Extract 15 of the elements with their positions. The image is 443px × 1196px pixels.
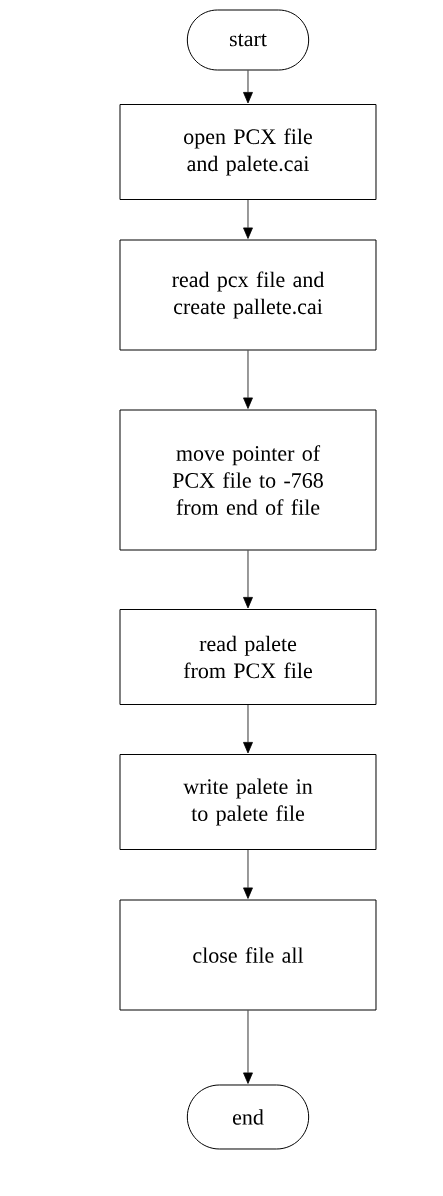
terminal-box: end <box>186 1084 310 1150</box>
process-box: move pointer of PCX file to -768 from end of file <box>119 409 377 551</box>
arrow <box>243 550 253 609</box>
process-box: read pcx file and create pallete.cai <box>119 239 377 351</box>
arrow <box>243 199 253 239</box>
process-box: close file all <box>119 899 377 1011</box>
terminal-box: start <box>186 9 310 71</box>
arrow <box>243 849 253 899</box>
process-box: write palete in to palete file <box>119 754 377 850</box>
arrow <box>243 350 253 409</box>
arrow <box>243 70 253 104</box>
arrow <box>243 1010 253 1084</box>
process-box: read palete from PCX file <box>119 609 377 705</box>
arrow <box>243 704 253 754</box>
process-box: open PCX file and palete.cai <box>119 104 377 200</box>
